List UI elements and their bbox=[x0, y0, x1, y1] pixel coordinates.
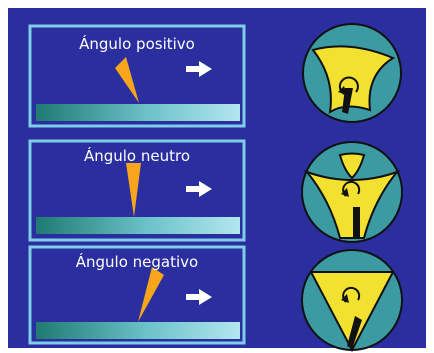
workpiece bbox=[36, 217, 240, 234]
insert-negative bbox=[302, 250, 402, 350]
workpiece bbox=[36, 104, 240, 121]
label-positive-angle: Ángulo positivo bbox=[30, 35, 244, 53]
workpiece bbox=[36, 322, 240, 339]
label-neutral-angle: Ángulo neutro bbox=[30, 147, 244, 165]
label-negative-angle: Ángulo negativo bbox=[30, 253, 244, 271]
insert-neutral bbox=[302, 142, 402, 242]
insert-positive bbox=[303, 24, 401, 122]
